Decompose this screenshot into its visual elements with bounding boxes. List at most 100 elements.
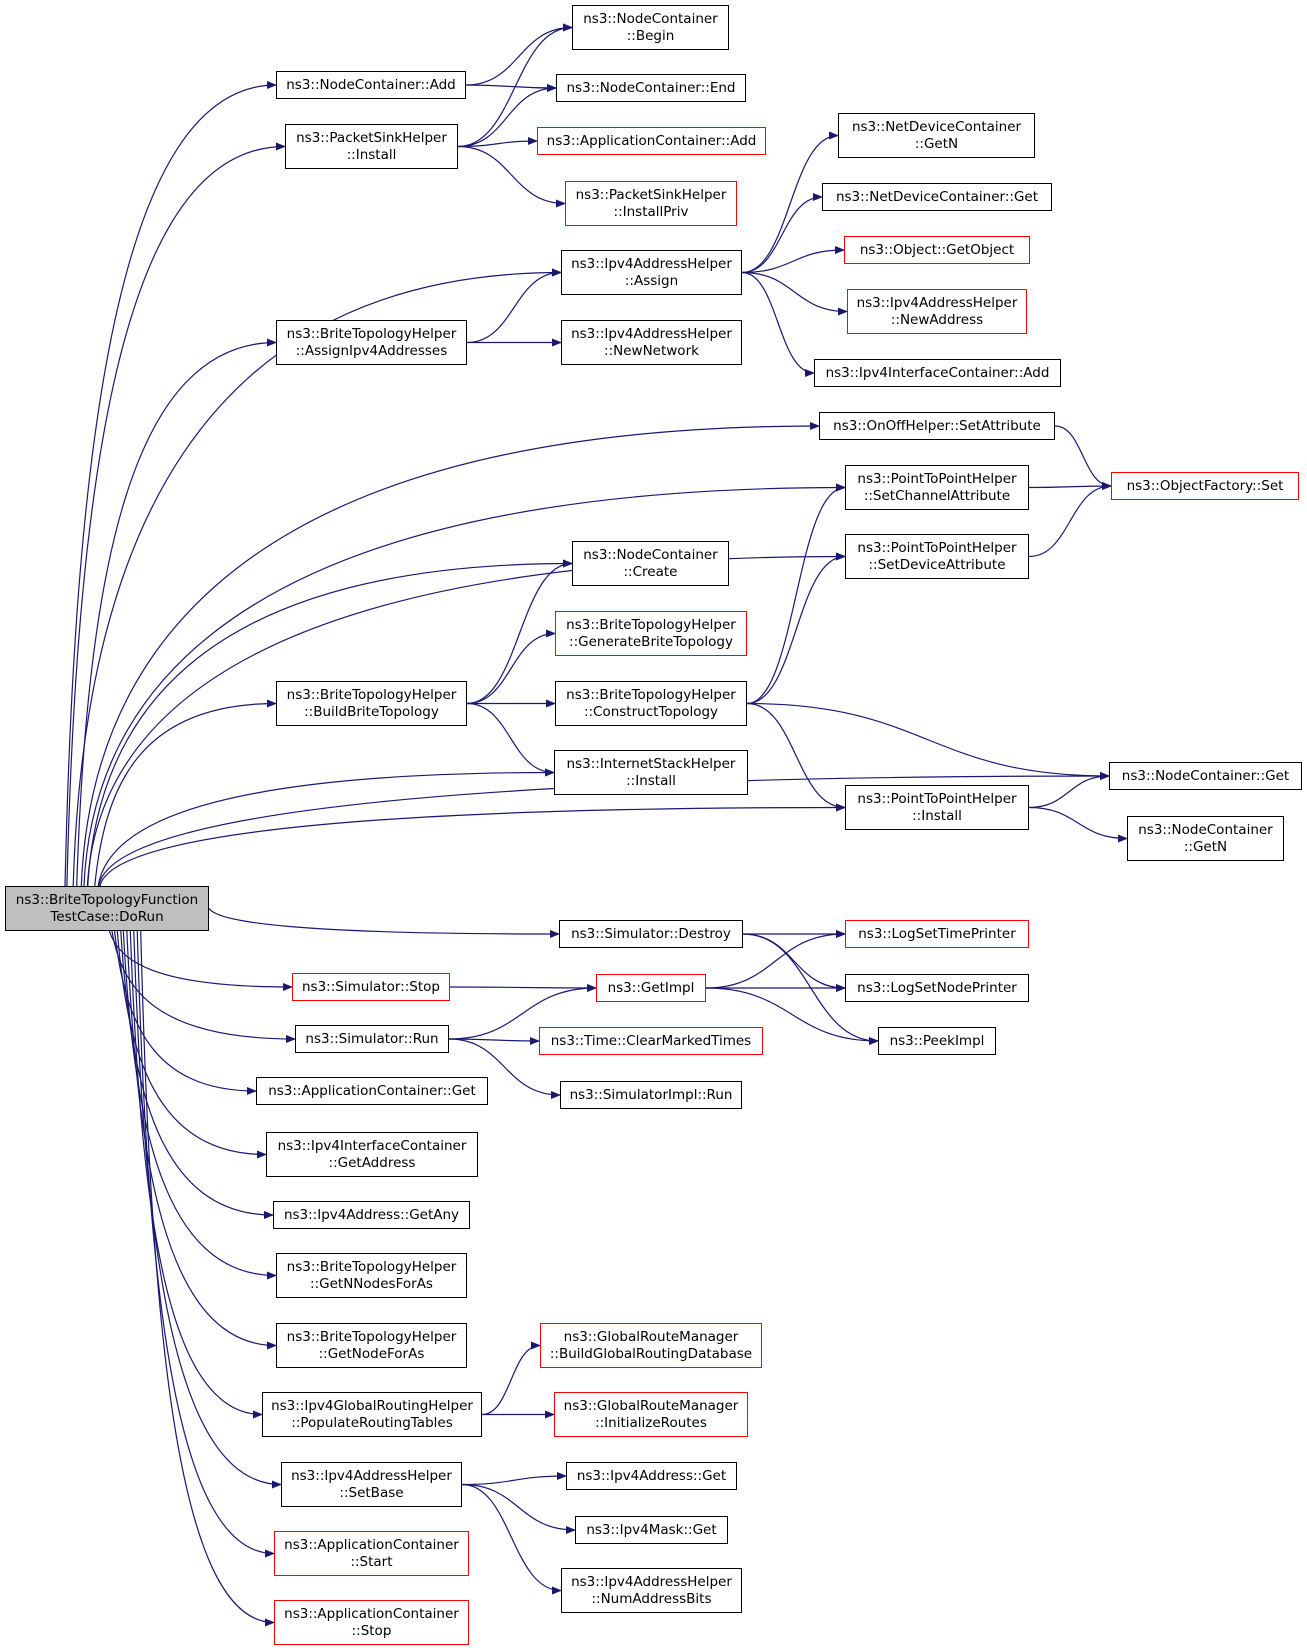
node-label: ns3::GlobalRouteManager ::BuildGlobalRou… (549, 1328, 753, 1362)
edge-bth_build-nc_create (466, 559, 573, 705)
node-label: ns3::ApplicationContainer::Get (268, 1082, 476, 1099)
node-ipv4addresshelper-newnetwork[interactable]: ns3::Ipv4AddressHelper ::NewNetwork (561, 320, 742, 365)
node-label: ns3::NetDeviceContainer ::GetN (851, 118, 1022, 152)
edge-root-ac_start (136, 930, 275, 1558)
node-nodecontainer-add[interactable]: ns3::NodeContainer::Add (276, 71, 466, 99)
node-ipv4addresshelper-setbase[interactable]: ns3::Ipv4AddressHelper ::SetBase (281, 1462, 462, 1507)
node-britetopologyhelper-generatebritetopology[interactable]: ns3::BriteTopologyHelper ::GenerateBrite… (555, 611, 747, 656)
node-nodecontainer-end[interactable]: ns3::NodeContainer::End (556, 74, 746, 102)
node-applicationcontainer-stop[interactable]: ns3::ApplicationContainer ::Stop (274, 1600, 469, 1645)
node-label: ns3::Ipv4AddressHelper ::NewNetwork (571, 325, 732, 359)
node-label: ns3::PeekImpl (889, 1032, 985, 1049)
node-nodecontainer-create[interactable]: ns3::NodeContainer ::Create (572, 541, 729, 586)
node-internetstackhelper-install[interactable]: ns3::InternetStackHelper ::Install (554, 750, 748, 795)
node-getimpl[interactable]: ns3::GetImpl (596, 974, 706, 1002)
node-label: ns3::Object::GetObject (859, 241, 1015, 258)
edge-root-sim_destroy (208, 908, 560, 938)
node-onoffhelper-setattribute[interactable]: ns3::OnOffHelper::SetAttribute (819, 412, 1055, 440)
node-britetopologyhelper-constructtopology[interactable]: ns3::BriteTopologyHelper ::ConstructTopo… (555, 681, 747, 726)
node-ipv4addresshelper-assign[interactable]: ns3::Ipv4AddressHelper ::Assign (561, 250, 742, 295)
node-ipv4mask-get[interactable]: ns3::Ipv4Mask::Get (575, 1516, 728, 1544)
edge-iah_setbase-ipv4addr_get (461, 1472, 567, 1486)
node-label: ns3::LogSetNodePrinter (857, 979, 1017, 996)
node-label: ns3::GetImpl (607, 979, 695, 996)
edge-nc_add-nc_end (465, 83, 557, 92)
node-ipv4address-getany[interactable]: ns3::Ipv4Address::GetAny (273, 1201, 470, 1229)
edge-root-igrh_pop (129, 930, 263, 1419)
node-nodecontainer-getn[interactable]: ns3::NodeContainer ::GetN (1127, 816, 1284, 861)
node-label: ns3::NodeContainer ::GetN (1138, 821, 1273, 855)
node-simulator-stop[interactable]: ns3::Simulator::Stop (292, 973, 450, 1001)
node-packetsinkhelper-installpriv[interactable]: ns3::PacketSinkHelper ::InstallPriv (565, 181, 737, 226)
node-root-dorun[interactable]: ns3::BriteTopologyFunction TestCase::DoR… (5, 886, 209, 931)
node-logsetnodeprinter[interactable]: ns3::LogSetNodePrinter (845, 974, 1029, 1002)
node-label: ns3::ApplicationContainer ::Start (284, 1536, 459, 1570)
node-applicationcontainer-start[interactable]: ns3::ApplicationContainer ::Start (274, 1531, 469, 1576)
node-label: ns3::NodeContainer ::Create (583, 546, 718, 580)
node-label: ns3::Ipv4GlobalRoutingHelper ::PopulateR… (271, 1397, 473, 1431)
node-label: ns3::NodeContainer ::Begin (583, 10, 718, 44)
node-britetopologyhelper-assign[interactable]: ns3::BriteTopologyHelper ::AssignIpv4Add… (276, 320, 467, 365)
node-label: ns3::Ipv4Address::GetAny (283, 1206, 460, 1223)
edge-root-ac_stop (140, 930, 275, 1627)
edge-iah_assign-ndc_getn (741, 131, 839, 274)
edge-root-onoff_set (80, 422, 820, 887)
edge-root-p2p_install (99, 803, 846, 887)
edge-root-bth_getn (122, 930, 277, 1280)
node-globalroutemanager-initializeroutes[interactable]: ns3::GlobalRouteManager ::InitializeRout… (554, 1392, 748, 1437)
edge-sim_run-simimpl_run (448, 1038, 561, 1099)
node-applicationcontainer-add[interactable]: ns3::ApplicationContainer::Add (537, 127, 766, 155)
node-britetopologyhelper-build[interactable]: ns3::BriteTopologyHelper ::BuildBriteTop… (276, 681, 467, 726)
node-nodecontainer-get[interactable]: ns3::NodeContainer::Get (1109, 762, 1302, 790)
node-pointtopointhelper-setdeviceattribute[interactable]: ns3::PointToPointHelper ::SetDeviceAttri… (845, 534, 1029, 579)
node-label: ns3::OnOffHelper::SetAttribute (833, 417, 1041, 434)
edge-bth_construct-p2p_chan (746, 483, 846, 705)
node-nodecontainer-begin[interactable]: ns3::NodeContainer ::Begin (572, 5, 729, 50)
node-object-getobject[interactable]: ns3::Object::GetObject (844, 236, 1030, 264)
edge-sim_run-time_clear (448, 1036, 540, 1045)
node-label: ns3::Time::ClearMarkedTimes (550, 1032, 752, 1049)
node-simulator-run[interactable]: ns3::Simulator::Run (295, 1025, 449, 1053)
edge-root-ipv4_getany (120, 930, 274, 1219)
node-ipv4addresshelper-newaddress[interactable]: ns3::Ipv4AddressHelper ::NewAddress (847, 289, 1027, 334)
edge-root-psh_install (66, 142, 286, 887)
node-label: ns3::GlobalRouteManager ::InitializeRout… (563, 1397, 739, 1431)
node-label: ns3::Ipv4InterfaceContainer ::GetAddress (277, 1137, 467, 1171)
node-applicationcontainer-get[interactable]: ns3::ApplicationContainer::Get (256, 1077, 488, 1105)
node-logsettimeprinter[interactable]: ns3::LogSetTimePrinter (845, 920, 1029, 948)
edge-nc_add-nc_begin (465, 23, 573, 86)
node-simulatorimpl-run[interactable]: ns3::SimulatorImpl::Run (560, 1081, 742, 1109)
node-label: ns3::SimulatorImpl::Run (569, 1086, 733, 1103)
node-netdevicecontainer-get[interactable]: ns3::NetDeviceContainer::Get (822, 183, 1052, 211)
edge-psh_install-nc_end (457, 84, 557, 148)
node-ipv4address-get[interactable]: ns3::Ipv4Address::Get (566, 1462, 737, 1490)
node-pointtopointhelper-install[interactable]: ns3::PointToPointHelper ::Install (845, 785, 1029, 830)
edge-sim_destroy-lognode (742, 933, 846, 992)
node-label: ns3::NetDeviceContainer::Get (835, 188, 1039, 205)
edge-root-iah_setbase (133, 930, 282, 1489)
edge-root-bth_getnode (126, 930, 277, 1350)
edge-bth_build-ish_install (466, 702, 555, 777)
node-packetsinkhelper-install[interactable]: ns3::PacketSinkHelper ::Install (285, 124, 458, 169)
node-globalroutemanager-buildglobalroutingdatabase[interactable]: ns3::GlobalRouteManager ::BuildGlobalRou… (540, 1323, 762, 1368)
node-ipv4interfacecontainer-getaddress[interactable]: ns3::Ipv4InterfaceContainer ::GetAddress (266, 1132, 478, 1177)
node-pointtopointhelper-setchannelattribute[interactable]: ns3::PointToPointHelper ::SetChannelAttr… (845, 465, 1029, 510)
node-netdevicecontainer-getn[interactable]: ns3::NetDeviceContainer ::GetN (838, 113, 1035, 158)
node-time-clearmarkedtimes[interactable]: ns3::Time::ClearMarkedTimes (539, 1027, 763, 1055)
node-label: ns3::Ipv4AddressHelper ::NumAddressBits (571, 1573, 732, 1607)
node-objectfactory-set[interactable]: ns3::ObjectFactory::Set (1111, 472, 1299, 500)
node-britetopologyhelper-getnnodesforas[interactable]: ns3::BriteTopologyHelper ::GetNNodesForA… (276, 1253, 467, 1298)
node-label: ns3::Simulator::Stop (302, 978, 440, 995)
node-peekimpl[interactable]: ns3::PeekImpl (878, 1027, 996, 1055)
node-simulator-destroy[interactable]: ns3::Simulator::Destroy (559, 920, 743, 948)
node-britetopologyhelper-getnodeforas[interactable]: ns3::BriteTopologyHelper ::GetNodeForAs (276, 1323, 467, 1368)
edge-root-ac_get (113, 930, 257, 1095)
node-ipv4interfacecontainer-add[interactable]: ns3::Ipv4InterfaceContainer::Add (814, 359, 1061, 387)
node-ipv4globalroutinghelper-populate[interactable]: ns3::Ipv4GlobalRoutingHelper ::PopulateR… (262, 1392, 482, 1437)
node-label: ns3::BriteTopologyHelper ::GetNNodesForA… (286, 1258, 457, 1292)
node-ipv4addresshelper-numaddressbits[interactable]: ns3::Ipv4AddressHelper ::NumAddressBits (561, 1568, 742, 1613)
edge-iah_assign-iah_newaddr (741, 271, 848, 316)
edge-root-iic_getaddr (116, 930, 267, 1159)
edge-igrh_pop-grm_build (481, 1341, 541, 1416)
